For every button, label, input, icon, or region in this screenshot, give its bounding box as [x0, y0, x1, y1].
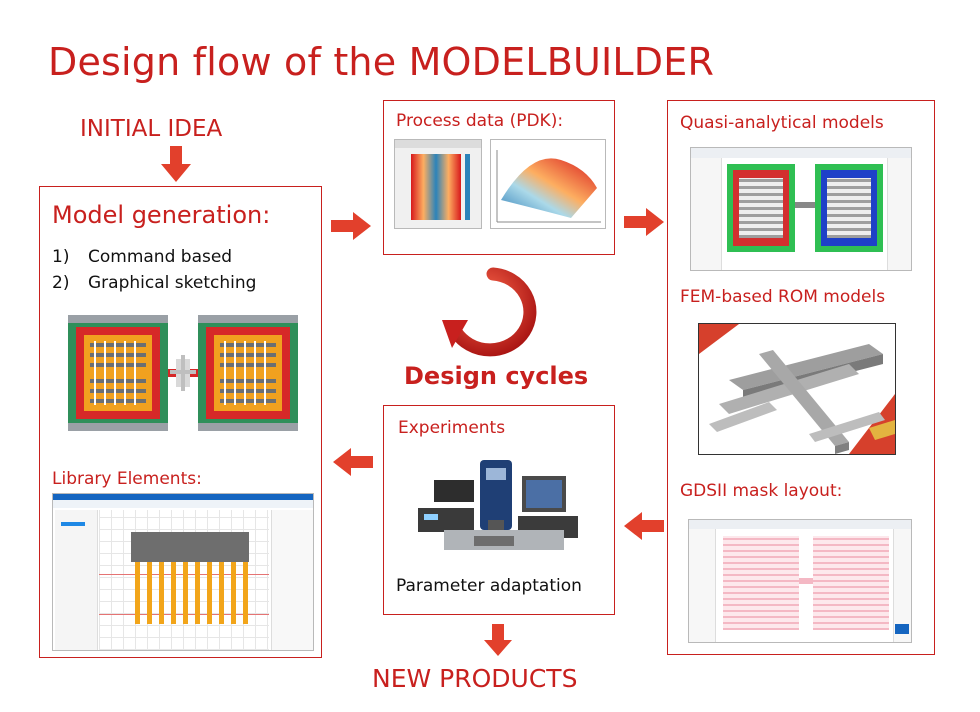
- initial-idea-label: INITIAL IDEA: [80, 116, 223, 142]
- models-column-box: Quasi-analytical models FEM-based ROM mo…: [667, 100, 935, 655]
- arrow-right-to-process: [331, 212, 371, 240]
- library-elements-screenshot: [52, 493, 314, 651]
- mems-structure-image: [68, 315, 298, 435]
- fem-rom-image: [698, 323, 896, 455]
- quasi-analytical-screenshot: [690, 147, 912, 271]
- list-item-command-based: Command based: [88, 247, 233, 267]
- process-data-plot-2d: [394, 139, 482, 229]
- list-item-graphical-sketching: Graphical sketching: [88, 273, 257, 293]
- parameter-adaptation-label: Parameter adaptation: [396, 576, 582, 596]
- arrow-down-initial: [161, 146, 191, 182]
- experiments-title: Experiments: [398, 418, 506, 438]
- fem-rom-title: FEM-based ROM models: [680, 287, 886, 307]
- design-cycle-arrow-icon: [438, 262, 548, 366]
- library-elements-title: Library Elements:: [52, 469, 202, 489]
- page-title: Design flow of the MODELBUILDER: [48, 40, 715, 84]
- arrow-left-to-library: [333, 448, 373, 476]
- list-item-number: 1): [52, 247, 70, 267]
- arrow-down-new-products: [484, 624, 512, 656]
- experiment-setup-image: [404, 450, 600, 564]
- process-data-title: Process data (PDK):: [396, 111, 564, 131]
- arrow-right-to-quasi: [624, 208, 664, 236]
- model-generation-title: Model generation:: [52, 201, 271, 229]
- design-cycles-label: Design cycles: [404, 362, 589, 390]
- gdsii-mask-title: GDSII mask layout:: [680, 481, 843, 501]
- quasi-analytical-title: Quasi-analytical models: [680, 113, 884, 133]
- model-generation-box: Model generation: 1) Command based 2) Gr…: [39, 186, 322, 658]
- gdsii-mask-screenshot: [688, 519, 912, 643]
- new-products-label: NEW PRODUCTS: [372, 664, 578, 693]
- process-data-box: Process data (PDK):: [383, 100, 615, 255]
- experiments-box: Experiments Parameter adaptation: [383, 405, 615, 615]
- list-item-number: 2): [52, 273, 70, 293]
- arrow-left-to-experiments: [624, 512, 664, 540]
- process-data-plot-3d: [490, 139, 606, 229]
